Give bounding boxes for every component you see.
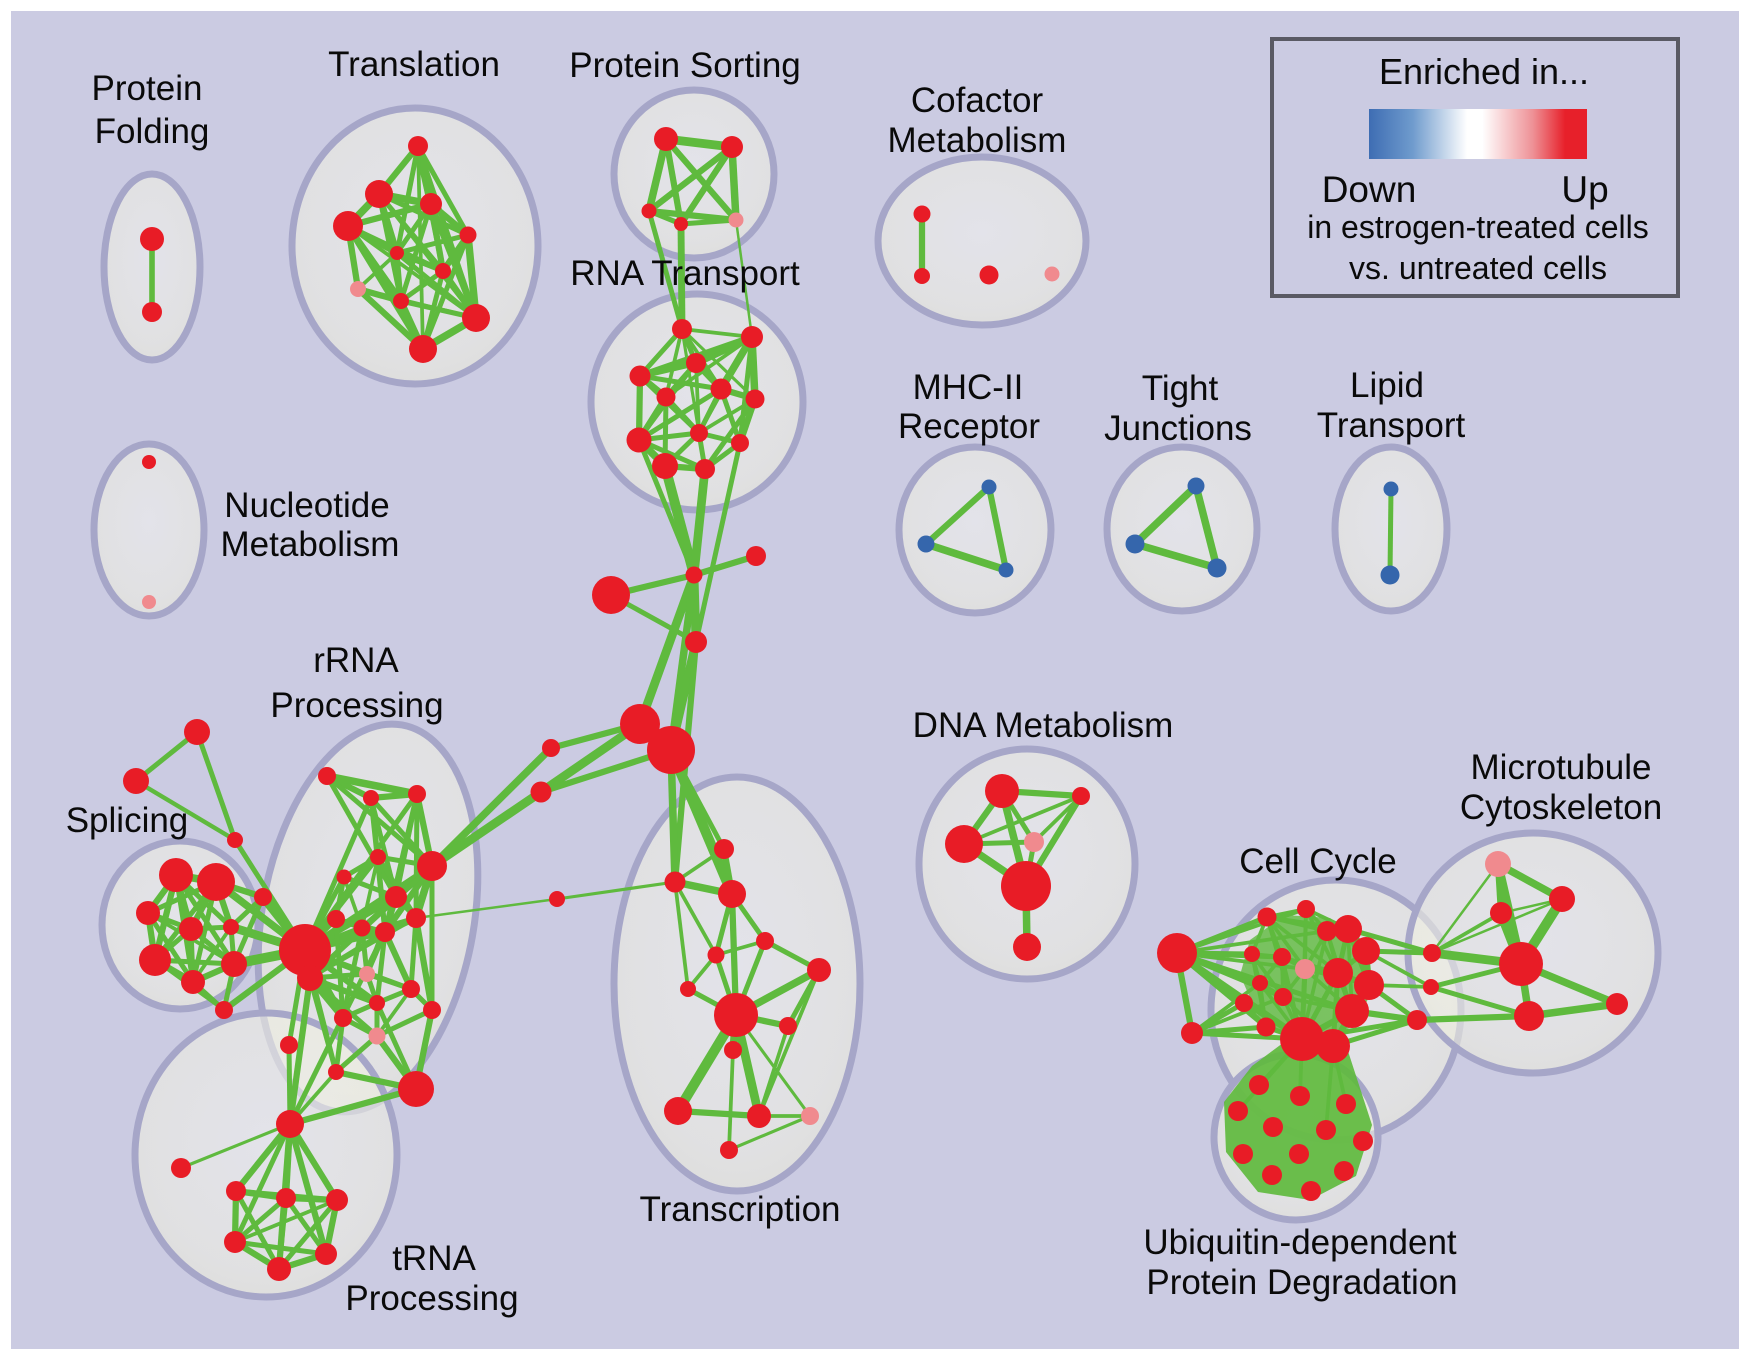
svg-text:Transcription: Transcription [640, 1190, 841, 1229]
svg-text:MHC-II: MHC-II [913, 368, 1024, 407]
svg-text:rRNA: rRNA [313, 641, 399, 680]
svg-text:Down: Down [1322, 169, 1417, 210]
svg-text:DNA Metabolism: DNA Metabolism [913, 706, 1174, 745]
svg-text:Nucleotide: Nucleotide [224, 486, 389, 525]
svg-text:Cell Cycle: Cell Cycle [1239, 842, 1397, 881]
svg-text:tRNA: tRNA [392, 1239, 476, 1278]
svg-text:Ubiquitin-dependent: Ubiquitin-dependent [1143, 1223, 1457, 1262]
svg-text:Receptor: Receptor [898, 407, 1040, 446]
svg-text:Translation: Translation [328, 45, 500, 84]
svg-text:vs. untreated cells: vs. untreated cells [1349, 250, 1607, 286]
svg-text:Up: Up [1561, 169, 1608, 210]
svg-text:Metabolism: Metabolism [888, 121, 1067, 160]
svg-text:Splicing: Splicing [66, 801, 189, 840]
svg-text:Processing: Processing [345, 1279, 518, 1318]
svg-text:Enriched in...: Enriched in... [1379, 51, 1589, 92]
svg-text:Lipid: Lipid [1350, 366, 1424, 405]
svg-text:Junctions: Junctions [1104, 409, 1252, 448]
svg-text:Cofactor: Cofactor [911, 81, 1044, 120]
svg-text:Protein: Protein [92, 69, 203, 108]
svg-text:Folding: Folding [95, 112, 210, 151]
svg-text:in estrogen-treated cells: in estrogen-treated cells [1307, 209, 1649, 245]
svg-text:Microtubule: Microtubule [1471, 748, 1652, 787]
svg-text:Protein Sorting: Protein Sorting [569, 46, 801, 85]
svg-text:Tight: Tight [1142, 369, 1219, 408]
svg-text:Protein Degradation: Protein Degradation [1146, 1263, 1457, 1302]
svg-text:Processing: Processing [270, 686, 443, 725]
svg-text:Cytoskeleton: Cytoskeleton [1460, 788, 1662, 827]
svg-text:RNA Transport: RNA Transport [570, 254, 800, 293]
svg-text:Transport: Transport [1317, 406, 1466, 445]
svg-text:Metabolism: Metabolism [221, 525, 400, 564]
